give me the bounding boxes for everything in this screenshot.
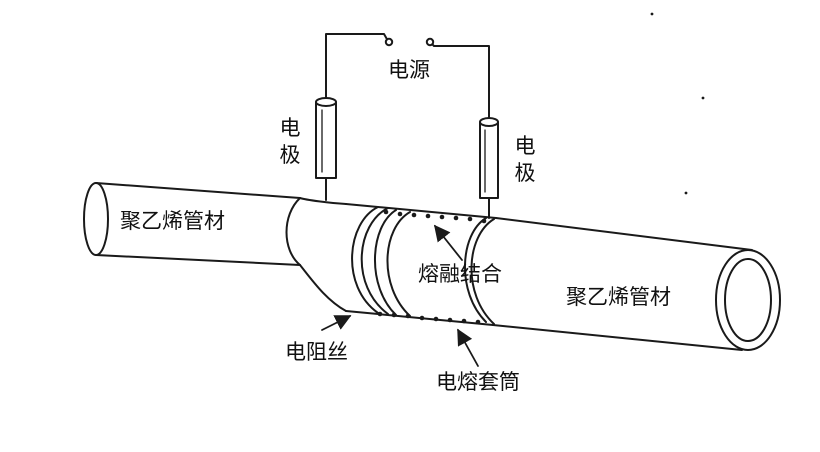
specks	[650, 12, 705, 195]
arrow-fusion-joint	[433, 224, 463, 261]
switch-contact-left	[384, 37, 394, 47]
leader-arrows	[321, 224, 479, 367]
switch-contact-right	[425, 37, 435, 47]
fusion-sleeve-label: 电熔套筒	[436, 370, 520, 394]
left-pipe	[83, 182, 301, 266]
fusion-sleeve	[285, 197, 497, 326]
left-electrode	[315, 97, 337, 201]
left-pipe-label: 聚乙烯管材	[120, 209, 225, 233]
arrow-resistance-wire	[321, 315, 352, 331]
right-pipe-label: 聚乙烯管材	[566, 285, 671, 309]
fusion-zone	[351, 206, 495, 325]
fusion-joint-label: 熔融结合	[418, 262, 502, 286]
right-pipe	[492, 217, 781, 351]
right-electrode	[479, 117, 499, 219]
right-electrode-label: 电极	[514, 134, 536, 185]
resistance-wire-dots	[377, 209, 487, 325]
left-electrode-label: 电极	[279, 116, 301, 167]
power-source-label: 电源	[388, 58, 430, 82]
arrow-fusion-sleeve	[457, 328, 479, 367]
resistance-wire-label: 电阻丝	[285, 340, 348, 364]
